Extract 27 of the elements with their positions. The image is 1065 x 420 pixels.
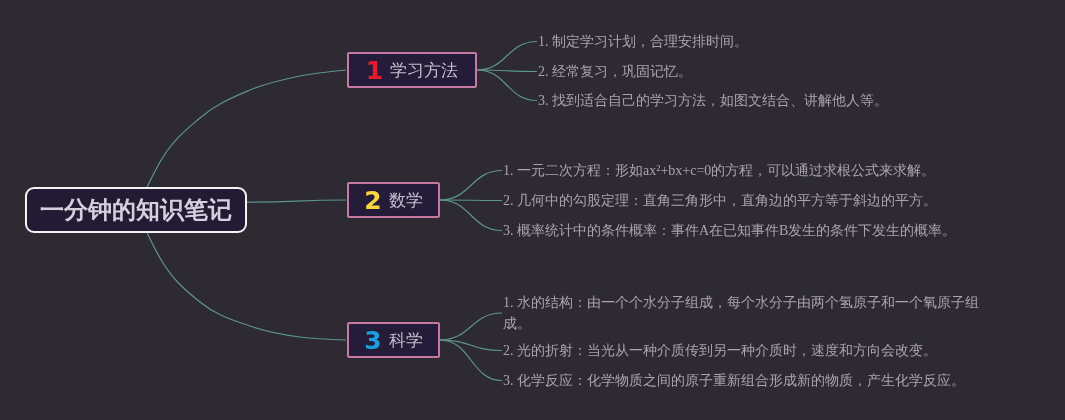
note-text: 2. 几何中的勾股定理：直角三角形中，直角边的平方等于斜边的平方。 <box>503 190 937 211</box>
connector-line <box>439 199 503 232</box>
branch-number: 2 <box>364 187 382 213</box>
branch-number: 3 <box>364 327 382 353</box>
connector-line <box>146 232 347 341</box>
connector-line <box>476 69 538 102</box>
note-text: 3. 概率统计中的条件概率：事件A在已知事件B发生的条件下发生的概率。 <box>503 220 957 241</box>
connector-line <box>246 199 347 203</box>
connector-line <box>146 69 347 188</box>
note-text: 2. 经常复习，巩固记忆。 <box>538 61 692 82</box>
note-text: 3. 化学反应：化学物质之间的原子重新组合形成新的物质，产生化学反应。 <box>503 370 965 391</box>
branch-topic-box <box>347 52 477 88</box>
branch-title: 数学 <box>388 188 423 212</box>
note-text: 1. 一元二次方程：形如ax²+bx+c=0的方程，可以通过求根公式来求解。 <box>503 160 936 181</box>
note-text: 3. 找到适合自己的学习方法，如图文结合、讲解他人等。 <box>538 90 888 111</box>
connector-line <box>439 339 503 352</box>
branch-topic-box <box>347 322 440 358</box>
connector-line <box>439 339 503 382</box>
note-text: 1. 制定学习计划，合理安排时间。 <box>538 31 748 52</box>
note-text: 2. 光的折射：当光从一种介质传到另一种介质时，速度和方向会改变。 <box>503 340 937 361</box>
root-title: 一分钟的知识笔记 <box>40 195 232 226</box>
branch-title: 科学 <box>388 328 423 352</box>
branch-topic-box <box>347 182 440 218</box>
note-text: 1. 水的结构：由一个个水分子组成，每个水分子由两个氢原子和一个氧原子组成。 <box>503 292 985 334</box>
branch-title: 学习方法 <box>390 58 459 82</box>
root-topic-box <box>25 187 247 233</box>
branch-number: 1 <box>365 57 384 83</box>
